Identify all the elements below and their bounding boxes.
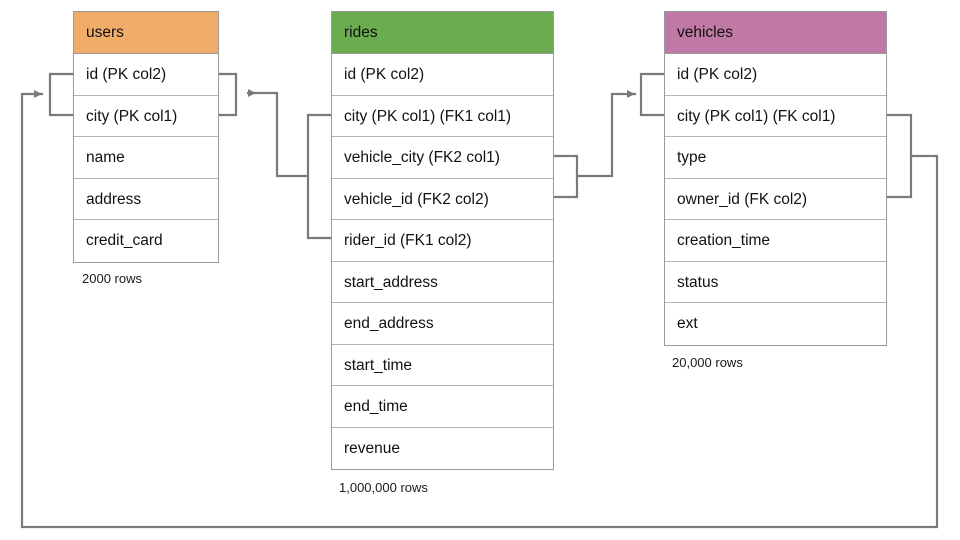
connector-rides-fk1-bracket — [306, 113, 333, 240]
connector-rides-fk1-to-users — [246, 89, 310, 178]
connector-users-right-bracket — [217, 72, 238, 117]
table-vehicles-column-owner-id[interactable]: owner_id (FK col2) — [665, 178, 886, 220]
table-rides-header: rides — [332, 12, 553, 54]
table-rides-column-vehicle-city[interactable]: vehicle_city (FK2 col1) — [332, 137, 553, 179]
table-vehicles-column-creation-time[interactable]: creation_time — [665, 220, 886, 262]
table-users-column-address[interactable]: address — [74, 178, 218, 220]
table-users-column-city[interactable]: city (PK col1) — [74, 95, 218, 137]
table-users[interactable]: users id (PK col2) city (PK col1) name a… — [73, 11, 219, 263]
connector-rides-fk2-bracket — [552, 154, 579, 199]
connector-rides-fk2-to-vehicles — [575, 90, 637, 178]
table-vehicles-column-type[interactable]: type — [665, 137, 886, 179]
connector-vehicles-left-bracket — [639, 72, 666, 117]
table-users-row-count: 2000 rows — [82, 271, 142, 286]
table-users-column-name[interactable]: name — [74, 137, 218, 179]
table-rides-column-vehicle-id[interactable]: vehicle_id (FK2 col2) — [332, 178, 553, 220]
table-vehicles[interactable]: vehicles id (PK col2) city (PK col1) (FK… — [664, 11, 887, 346]
table-vehicles-column-status[interactable]: status — [665, 261, 886, 303]
table-rides-column-rider-id[interactable]: rider_id (FK1 col2) — [332, 220, 553, 262]
table-rides-row-count: 1,000,000 rows — [339, 480, 428, 495]
table-vehicles-header: vehicles — [665, 12, 886, 54]
table-rides-column-city[interactable]: city (PK col1) (FK1 col1) — [332, 95, 553, 137]
table-users-header: users — [74, 12, 218, 54]
table-users-column-id[interactable]: id (PK col2) — [74, 54, 218, 96]
connector-users-left-bracket — [48, 72, 75, 117]
table-vehicles-column-city[interactable]: city (PK col1) (FK col1) — [665, 95, 886, 137]
table-rides-column-revenue[interactable]: revenue — [332, 427, 553, 469]
table-rides-column-end-time[interactable]: end_time — [332, 386, 553, 428]
table-vehicles-row-count: 20,000 rows — [672, 355, 743, 370]
table-rides-column-start-time[interactable]: start_time — [332, 344, 553, 386]
connector-vehicles-fk-bracket — [885, 113, 913, 199]
table-vehicles-column-ext[interactable]: ext — [665, 303, 886, 345]
table-rides-column-id[interactable]: id (PK col2) — [332, 54, 553, 96]
table-rides-column-end-address[interactable]: end_address — [332, 303, 553, 345]
table-users-column-credit-card[interactable]: credit_card — [74, 220, 218, 262]
table-rides[interactable]: rides id (PK col2) city (PK col1) (FK1 c… — [331, 11, 554, 470]
table-vehicles-column-id[interactable]: id (PK col2) — [665, 54, 886, 96]
table-rides-column-start-address[interactable]: start_address — [332, 261, 553, 303]
